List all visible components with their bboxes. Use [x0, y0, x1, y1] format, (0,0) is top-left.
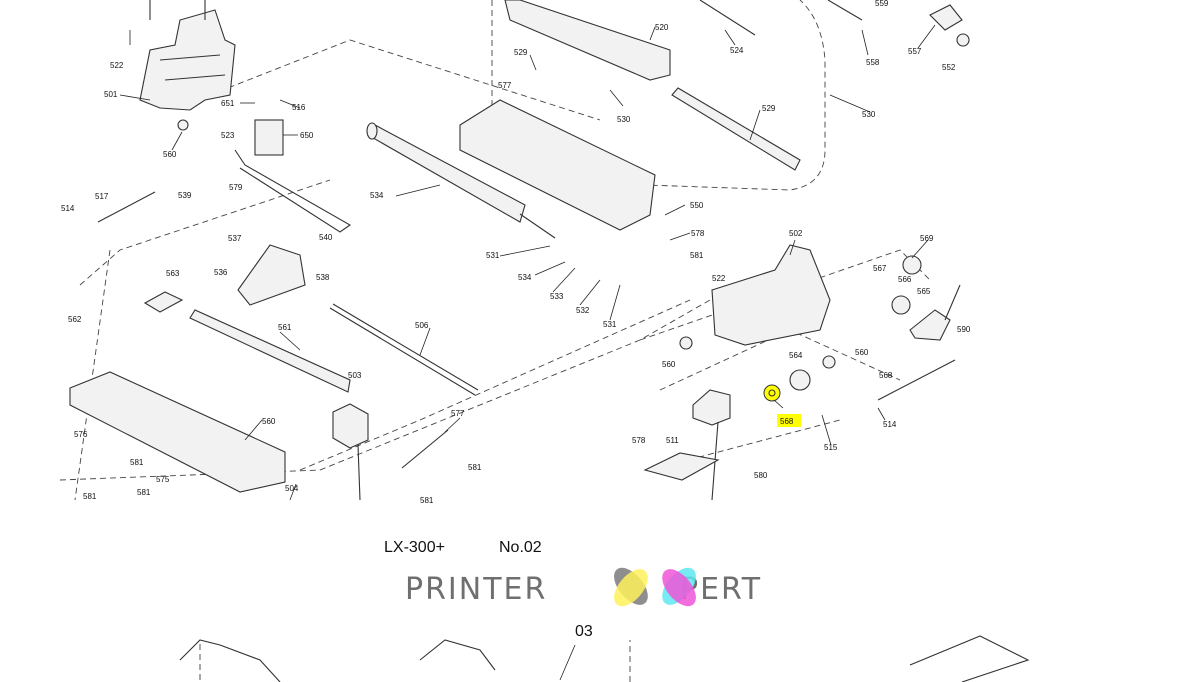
leader-lines [119, 24, 936, 501]
part-label-581-e: 581 [137, 488, 151, 497]
printerpert-watermark: PRINTER PERT [405, 567, 760, 607]
part-label-531-b: 531 [603, 320, 617, 329]
part-label-501: 501 [104, 90, 118, 99]
part-label-577: 577 [498, 81, 512, 90]
part-label-531-a: 531 [486, 251, 500, 260]
part-label-590: 590 [957, 325, 971, 334]
highlight-label-box [777, 414, 801, 427]
part-label-550: 552 [942, 63, 956, 72]
part-label-562: 562 [68, 315, 82, 324]
part-label-530: 530 [862, 110, 876, 119]
part-label-514-a: 514 [61, 204, 75, 213]
part-label-534: 534 [518, 273, 532, 282]
part-label-552: 557 [908, 47, 922, 56]
part-label-558: 559 [875, 0, 889, 8]
part-label-559-a: 560 [163, 150, 177, 159]
part-label-504: 504 [285, 484, 299, 493]
part-label-535: 534 [370, 191, 384, 200]
part-label-561: 561 [278, 323, 292, 332]
part-label-563: 563 [166, 269, 180, 278]
part-label-533: 533 [550, 292, 564, 301]
part-label-573: 575 [156, 475, 170, 484]
part-label-514-b: 514 [883, 420, 897, 429]
part-label-581-b: 581 [468, 463, 482, 472]
part-label-566: 566 [898, 275, 912, 284]
part-label-581-c: 581 [420, 496, 434, 505]
part-label-650: 650 [300, 131, 314, 140]
part-label-579: 579 [229, 183, 243, 192]
model-name: LX-300+ [384, 539, 445, 556]
sheet-number: No.02 [499, 539, 542, 556]
part-label-515: 515 [824, 443, 838, 452]
part-sketches [69, 0, 1030, 682]
part-label-578: 578 [632, 436, 646, 445]
part-label-542-b: 522 [712, 274, 726, 283]
highlight-568 [763, 384, 801, 427]
next-section-number: 03 [575, 623, 593, 640]
part-label-522: 524 [730, 46, 744, 55]
part-label-517: 517 [95, 192, 109, 201]
watermark-flower-logo [614, 567, 696, 607]
part-label-576: 578 [691, 229, 705, 238]
logo-petal-magenta [662, 569, 696, 607]
part-label-574: 576 [74, 430, 88, 439]
part-label-569: 568 [879, 371, 893, 380]
part-label-560: 560 [262, 417, 276, 426]
part-label-542-a: 522 [110, 61, 124, 70]
part-label-523: 529 [514, 48, 528, 57]
part-label-511: 511 [666, 436, 679, 445]
part-label-545: 550 [690, 201, 704, 210]
part-label-539: 539 [178, 191, 192, 200]
part-label-565: 565 [917, 287, 931, 296]
part-label-571: 569 [920, 234, 934, 243]
highlight-marker [763, 384, 781, 402]
part-label-516: 516 [292, 103, 306, 112]
part-label-502: 502 [789, 229, 803, 238]
part-label-540: 540 [319, 233, 333, 242]
part-label-567: 567 [873, 264, 887, 273]
part-label-536: 536 [214, 268, 228, 277]
watermark-left-text: PRINTER [405, 572, 547, 607]
part-label-503: 503 [348, 371, 362, 380]
part-label-529: 529 [762, 104, 776, 113]
part-label-506: 506 [415, 321, 429, 330]
part-label-580: 580 [754, 471, 768, 480]
part-label-520: 520 [655, 23, 669, 32]
part-label-568: 568 [780, 417, 794, 426]
part-label-532: 532 [576, 306, 590, 315]
caption: LX-300+ No.02 03 [384, 539, 593, 681]
part-label-538: 538 [316, 273, 330, 282]
part-label-537: 537 [228, 234, 242, 243]
part-label-581-d: 581 [130, 458, 144, 467]
part-label-581-f: 581 [83, 492, 97, 501]
part-labels: 522 501 560 651 516 650 523 529 520 524 … [61, 0, 971, 505]
part-label-543: 523 [221, 131, 235, 140]
part-label-564: 564 [789, 351, 803, 360]
part-label-557: 558 [866, 58, 880, 67]
part-label-559-b: 560 [855, 348, 869, 357]
part-label-575: 577 [451, 409, 465, 418]
part-label-524: 530 [617, 115, 631, 124]
part-label-581-a: 581 [690, 251, 704, 260]
part-label-559-c: 560 [662, 360, 676, 369]
part-label-651: 651 [221, 99, 235, 108]
logo-petal-yellow [614, 569, 648, 607]
